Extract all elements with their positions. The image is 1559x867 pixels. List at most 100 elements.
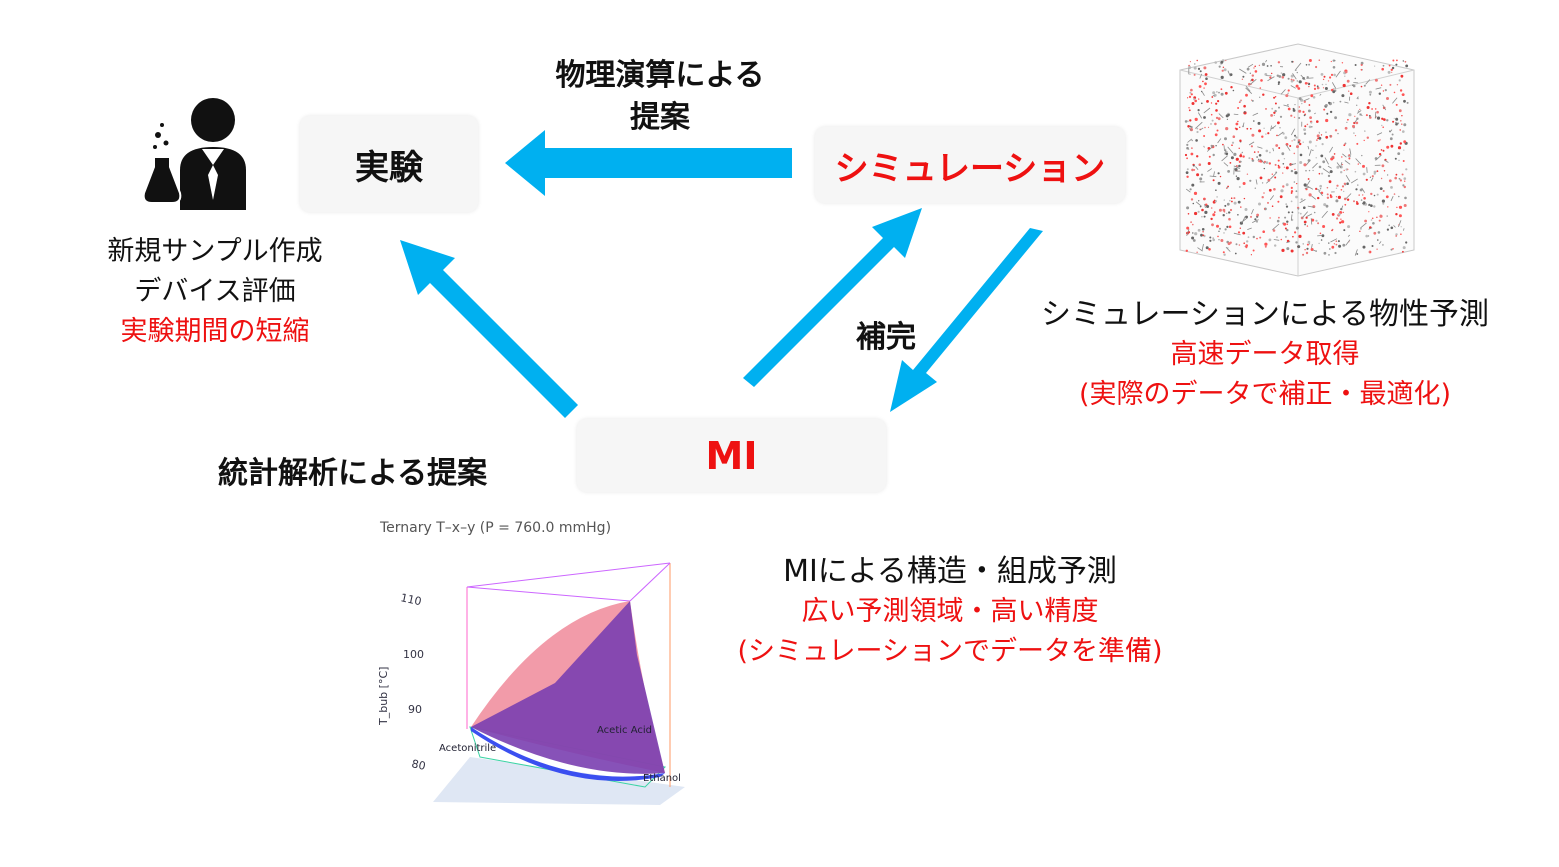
cube-particle — [1396, 59, 1398, 62]
cube-particle — [1316, 85, 1319, 88]
cube-particle — [1192, 202, 1195, 205]
cube-particle — [1325, 104, 1328, 107]
cube-particle — [1204, 210, 1208, 214]
cube-bond — [1375, 87, 1382, 90]
cube-bond — [1201, 244, 1204, 251]
cube-particle — [1371, 245, 1374, 247]
cube-particle — [1257, 151, 1259, 153]
cube-particle — [1239, 154, 1243, 158]
cube-particle — [1194, 211, 1198, 216]
cube-particle — [1283, 158, 1286, 160]
cube-particle — [1238, 164, 1241, 168]
cube-particle — [1320, 134, 1323, 136]
cube-particle — [1287, 211, 1290, 214]
cube-particle — [1313, 211, 1316, 214]
cube-particle — [1273, 188, 1276, 191]
cube-particle — [1234, 252, 1237, 255]
cube-particle — [1370, 204, 1373, 207]
cube-particle — [1329, 170, 1333, 174]
cube-particle — [1282, 132, 1285, 135]
cube-bond — [1365, 79, 1371, 85]
cube-particle — [1303, 100, 1306, 103]
cube-particle — [1360, 68, 1363, 71]
cube-particle — [1218, 91, 1220, 94]
cube-particle — [1317, 137, 1319, 140]
cube-particle — [1258, 202, 1261, 206]
cube-particle — [1376, 170, 1379, 173]
cube-particle — [1396, 206, 1398, 209]
cube-particle — [1195, 139, 1198, 142]
cube-particle — [1237, 200, 1241, 204]
physics-label: 物理演算による 提案 — [520, 55, 800, 139]
cube-particle — [1281, 152, 1285, 156]
plot-z-label: T_bub [°C] — [377, 667, 390, 726]
cube-bond — [1308, 243, 1311, 245]
cube-particle — [1357, 163, 1359, 165]
cube-bond — [1225, 246, 1231, 252]
cube-particle — [1404, 196, 1407, 200]
cube-particle — [1282, 163, 1285, 165]
cube-particle — [1331, 156, 1333, 159]
cube-particle — [1308, 109, 1311, 113]
complement-label: 補完 — [856, 320, 916, 355]
cube-particle — [1243, 242, 1245, 244]
cube-particle — [1356, 142, 1359, 145]
cube-particle — [1242, 155, 1245, 158]
cube-bond — [1344, 160, 1351, 165]
cube-particle — [1256, 213, 1259, 217]
cube-bond — [1370, 177, 1374, 182]
cube-bond — [1327, 165, 1332, 169]
cube-particle — [1212, 213, 1216, 217]
cube-bond — [1269, 195, 1275, 201]
cube-particle — [1308, 59, 1312, 62]
cube-bond — [1321, 210, 1328, 218]
cube-bond — [1272, 223, 1280, 231]
cube-particle — [1215, 109, 1218, 112]
cube-particle — [1344, 143, 1346, 146]
cube-particle — [1328, 254, 1330, 256]
cube-particle — [1277, 61, 1281, 64]
cube-particle — [1299, 212, 1302, 215]
cube-particle — [1398, 177, 1401, 180]
cube-particle — [1261, 182, 1264, 184]
cube-particle — [1324, 87, 1328, 90]
cube-particle — [1376, 216, 1378, 218]
cube-particle — [1392, 248, 1394, 250]
cube-bond — [1204, 198, 1206, 201]
cube-particle — [1220, 88, 1223, 91]
cube-particle — [1297, 141, 1300, 144]
cube-particle — [1279, 127, 1281, 129]
cube-particle — [1186, 143, 1189, 146]
cube-particle — [1196, 251, 1198, 253]
cube-particle — [1405, 168, 1408, 171]
cube-particle — [1311, 126, 1313, 128]
cube-particle — [1193, 169, 1196, 171]
cube-particle — [1313, 84, 1316, 87]
cube-particle — [1352, 84, 1356, 88]
cube-particle — [1298, 97, 1302, 100]
cube-particle — [1316, 139, 1318, 141]
cube-particle — [1220, 75, 1224, 79]
cube-particle — [1337, 212, 1341, 216]
cube-particle — [1190, 93, 1193, 96]
cube-bond — [1185, 188, 1191, 193]
cube-particle — [1235, 122, 1239, 126]
cube-particle — [1267, 201, 1269, 204]
cube-particle — [1312, 169, 1314, 172]
cube-particle — [1277, 83, 1280, 85]
cube-particle — [1388, 64, 1391, 67]
cube-bond — [1350, 178, 1358, 184]
cube-particle — [1258, 154, 1262, 157]
plot-bubble-bottom — [471, 727, 665, 781]
cube-particle — [1284, 227, 1287, 230]
cube-bond — [1206, 145, 1215, 152]
cube-particle — [1213, 199, 1216, 202]
cube-particle — [1275, 144, 1279, 147]
cube-particle — [1402, 184, 1405, 187]
cube-bond — [1257, 146, 1263, 149]
cube-particle — [1362, 194, 1364, 196]
cube-particle — [1319, 188, 1322, 190]
arrow-simulation-to-mi — [890, 228, 1043, 412]
cube-bond — [1285, 144, 1291, 151]
cube-bond — [1345, 174, 1351, 182]
